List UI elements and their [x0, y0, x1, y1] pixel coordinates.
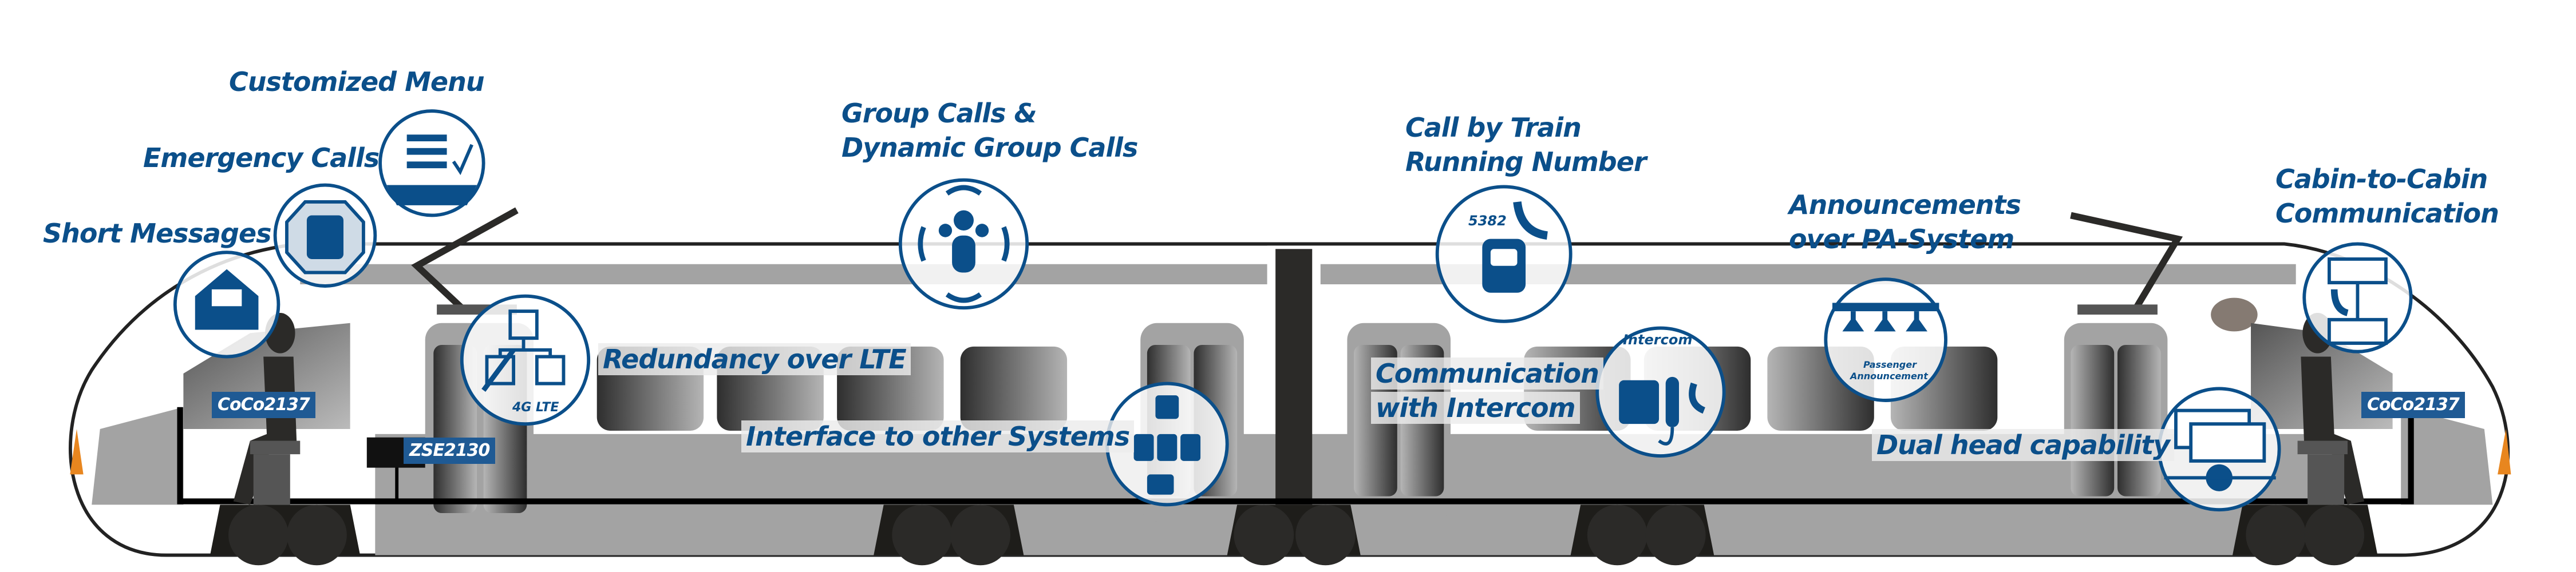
- headlight-right: [2498, 429, 2511, 475]
- device-tag-central-unit: ZSE2130: [404, 438, 496, 464]
- roof-light: [2211, 297, 2258, 332]
- door-right-car-2: [2064, 323, 2168, 522]
- group-broadcast-icon: [898, 178, 1029, 310]
- feature-label-intercom-line1: Communication: [1371, 357, 1603, 390]
- feature-label-redundancy-lte: Redundancy over LTE: [598, 343, 911, 375]
- train-octagon-icon: [273, 183, 377, 288]
- feature-label-group-calls-line1: Group Calls &: [841, 98, 1037, 129]
- envelope-icon: [173, 251, 280, 359]
- feature-label-cabin-line2: Communication: [2275, 198, 2499, 229]
- hierarchy-connector-icon: [1105, 382, 1229, 507]
- menu-handshake-icon: [378, 109, 485, 217]
- lte-icon-text: 4G LTE: [512, 400, 559, 415]
- pa-icon-text-line1: Passenger: [1863, 359, 1917, 370]
- pa-icon-text-line2: Announcement: [1850, 371, 1928, 382]
- feature-label-emergency-calls: Emergency Calls: [143, 142, 380, 173]
- device-tag-left-console: CoCo2137: [212, 392, 315, 418]
- feature-label-interface-systems: Interface to other Systems: [741, 420, 1135, 452]
- headlight-left: [70, 429, 84, 475]
- pantograph-right: [2070, 212, 2183, 315]
- train-phone-icon: [1435, 185, 1573, 323]
- intercom-icon: [1595, 326, 1726, 458]
- feature-label-pa-line2: over PA-System: [1789, 224, 2014, 255]
- feature-label-pa-line1: Announcements: [1789, 189, 2021, 220]
- bogie: [210, 505, 2378, 566]
- communication-bus-cable: [177, 407, 2414, 505]
- dual-device-plug-icon: [2157, 387, 2281, 512]
- feature-label-dual-head: Dual head capability: [1872, 429, 2175, 461]
- feature-label-cabin-line1: Cabin-to-Cabin: [2275, 164, 2488, 194]
- network-4g-lte-icon: [460, 294, 591, 426]
- feature-label-group-calls-line2: Dynamic Group Calls: [841, 132, 1138, 163]
- device-tag-right-console: CoCo2137: [2361, 392, 2465, 418]
- articulation-joint: [1275, 249, 1313, 505]
- train-number-text: 5382: [1468, 213, 1507, 229]
- feature-label-customized-menu: Customized Menu: [229, 66, 485, 97]
- feature-label-short-messages: Short Messages: [43, 218, 271, 249]
- feature-label-train-number-line2: Running Number: [1405, 146, 1647, 177]
- intercom-icon-text: Intercom: [1623, 332, 1693, 348]
- cabin-link-icon: [2302, 242, 2413, 353]
- speakers-icon: [1824, 277, 1947, 402]
- feature-label-intercom-line2: with Intercom: [1371, 392, 1580, 424]
- feature-label-train-number-line1: Call by Train: [1405, 112, 1582, 143]
